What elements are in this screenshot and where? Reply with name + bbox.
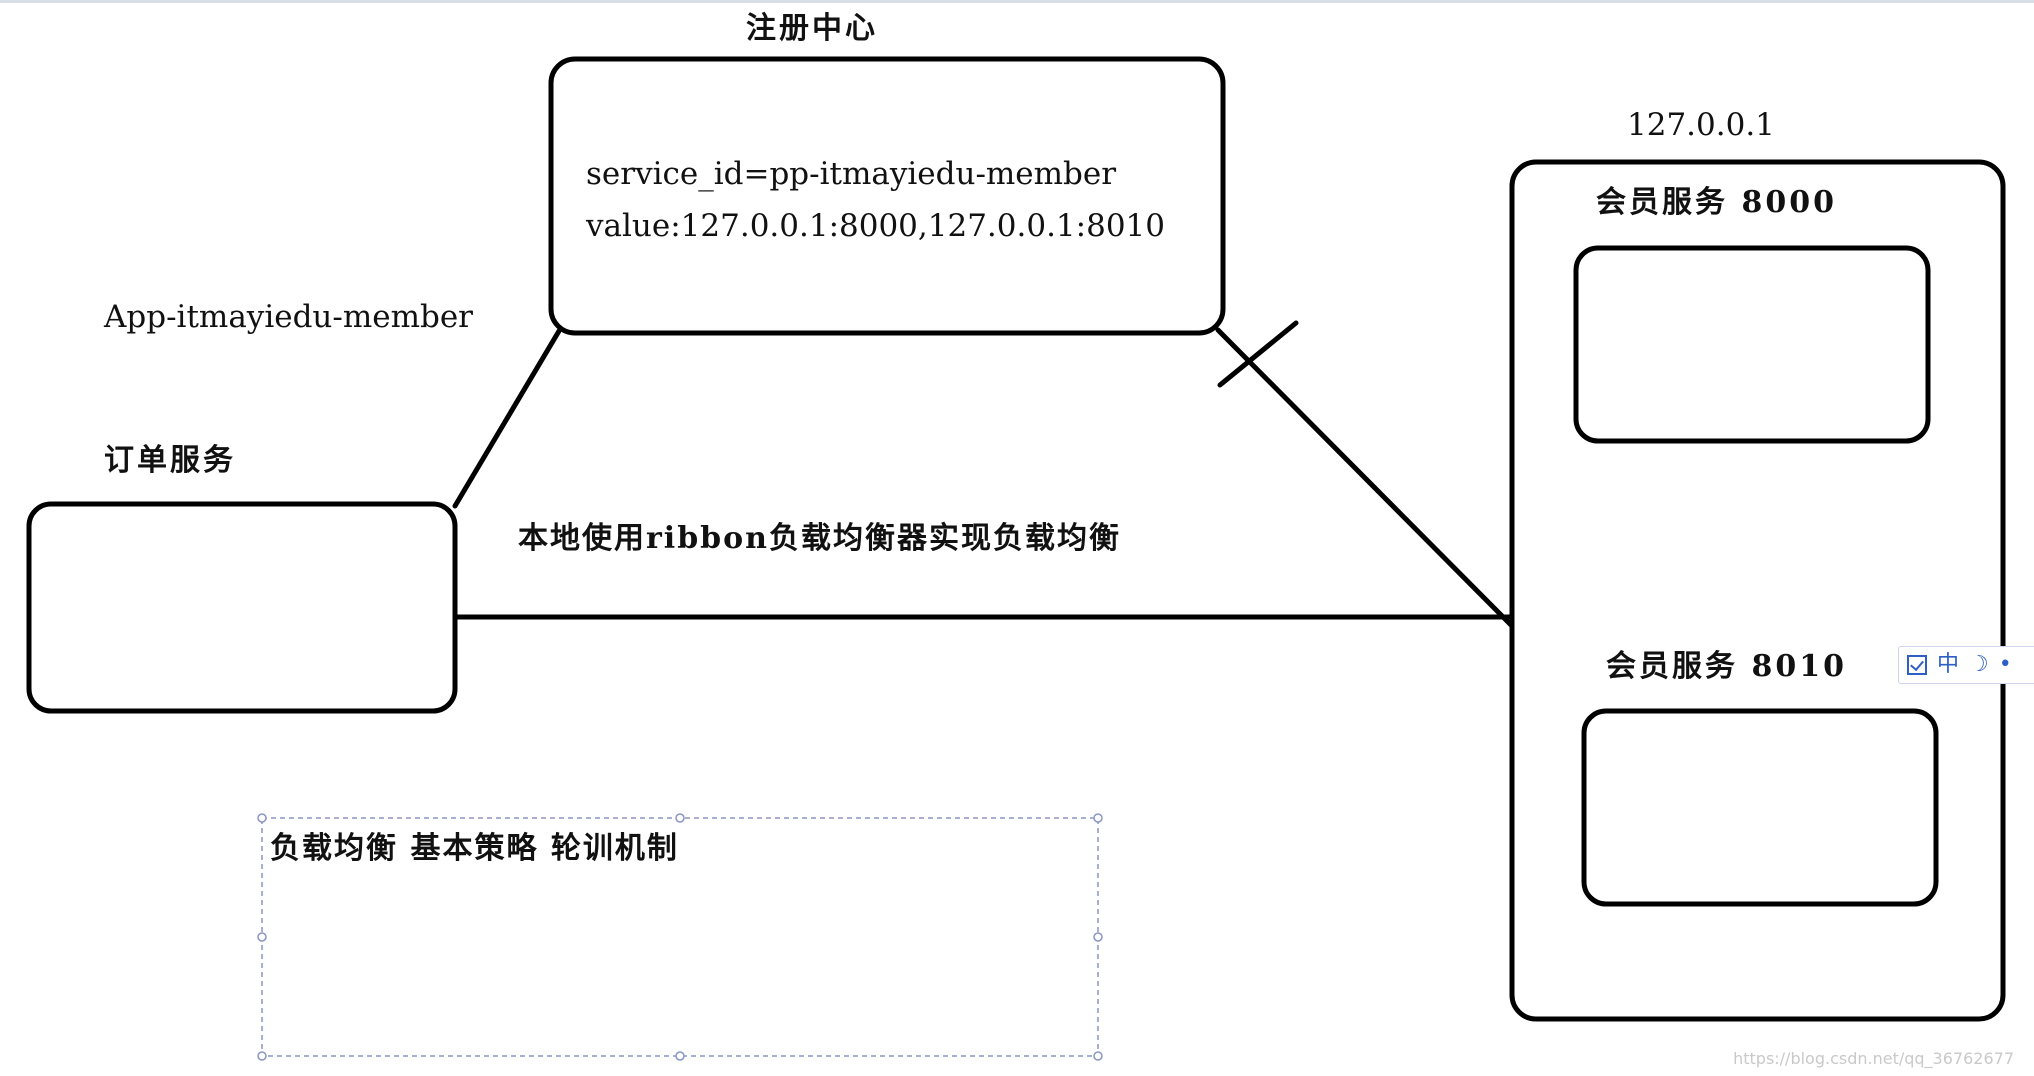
resize-handle-tr[interactable] <box>1093 813 1103 823</box>
ime-toolbar[interactable]: 中 ☽ • <box>1898 646 2034 684</box>
app-name-label: App-itmayiedu-member <box>104 299 474 335</box>
connector-order-to-registry <box>452 328 562 509</box>
checkbox-icon[interactable] <box>1907 655 1927 675</box>
note-text[interactable]: 负载均衡 基本策略 轮训机制 <box>270 831 679 866</box>
member-service-8010-label: 会员服务 8010 <box>1606 649 1847 684</box>
member-service-8000-label: 会员服务 8000 <box>1596 185 1837 220</box>
resize-handle-br[interactable] <box>1093 1051 1103 1061</box>
ribbon-label: 本地使用ribbon负载均衡器实现负载均衡 <box>518 521 1121 556</box>
registry-box[interactable] <box>548 56 1226 336</box>
moon-icon[interactable]: ☽ <box>1969 652 1989 677</box>
top-border <box>0 0 2034 3</box>
resize-handle-ml[interactable] <box>257 932 267 942</box>
resize-handle-bl[interactable] <box>257 1051 267 1061</box>
registry-title: 注册中心 <box>746 11 878 46</box>
host-box[interactable] <box>1509 159 2006 1022</box>
note-box[interactable] <box>257 813 1103 1061</box>
order-service-label: 订单服务 <box>104 443 236 478</box>
registry-value: value:127.0.0.1:8000,127.0.0.1:8010 <box>586 208 1165 244</box>
member-service-8000-box[interactable] <box>1573 245 1931 444</box>
cross-mark <box>1217 320 1299 388</box>
resize-handle-tl[interactable] <box>257 813 267 823</box>
resize-handle-bm[interactable] <box>675 1051 685 1061</box>
host-ip-label: 127.0.0.1 <box>1627 107 1775 143</box>
ime-language-toggle[interactable]: 中 <box>1937 652 1960 677</box>
resize-handle-mr[interactable] <box>1093 932 1103 942</box>
resize-handle-tm[interactable] <box>675 813 685 823</box>
registry-service-id: service_id=pp-itmayiedu-member <box>586 156 1117 192</box>
member-service-8010-box[interactable] <box>1581 708 1939 907</box>
dot-icon[interactable]: • <box>1998 652 2012 677</box>
order-service-box[interactable] <box>26 501 458 714</box>
connector-registry-to-host <box>1215 327 1515 629</box>
watermark: https://blog.csdn.net/qq_36762677 <box>1733 1049 2014 1068</box>
